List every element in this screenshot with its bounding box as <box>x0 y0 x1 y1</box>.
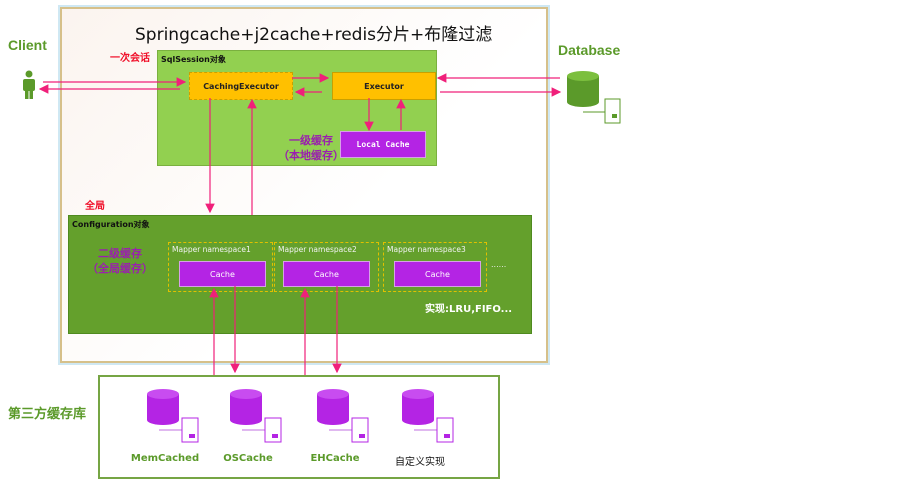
level1-cache-label: 一级缓存 （本地缓存） <box>276 133 346 163</box>
cache-box: Cache <box>283 261 370 287</box>
sqlsession-title: SqlSession对象 <box>161 55 226 64</box>
cache-store-icon <box>317 389 369 443</box>
client-person-icon <box>23 70 35 99</box>
cache-box: Cache <box>394 261 481 287</box>
mapper-namespace-1: Mapper namespace1 Cache <box>168 242 273 292</box>
cache-box: Cache <box>179 261 266 287</box>
level2-cache-label: 二级缓存 （全局缓存） <box>85 246 155 276</box>
mapper-label: Mapper namespace1 <box>172 245 251 254</box>
session-label: 一次会话 <box>110 53 150 64</box>
impl-note: 实现:LRU,FIFO... <box>425 304 513 315</box>
store-label: 自定义实现 <box>395 457 445 468</box>
level1-line2: （本地缓存） <box>278 149 344 162</box>
store-label: EHCache <box>310 453 360 464</box>
cache-store-icon <box>147 389 199 443</box>
store-label: OSCache <box>223 453 273 464</box>
global-label: 全局 <box>85 201 105 212</box>
level2-line2: （全局缓存） <box>87 262 153 275</box>
executor-box: Executor <box>332 72 436 100</box>
mapper-namespace-3: Mapper namespace3 Cache <box>383 242 487 292</box>
third-party-label: 第三方缓存库 <box>8 406 87 421</box>
mapper-namespace-2: Mapper namespace2 Cache <box>274 242 379 292</box>
cache-store-icon <box>230 389 282 443</box>
configuration-title: Configuration对象 <box>72 220 150 229</box>
sqlsession-box: SqlSession对象 CachingExecutor Executor 一级… <box>157 50 437 166</box>
level1-line1: 一级缓存 <box>289 134 333 147</box>
level2-line1: 二级缓存 <box>98 247 142 260</box>
client-label: Client <box>8 37 47 53</box>
caching-executor-box: CachingExecutor <box>189 72 293 100</box>
configuration-box: Configuration对象 二级缓存 （全局缓存） Mapper names… <box>68 215 532 334</box>
mapper-label: Mapper namespace3 <box>387 245 466 254</box>
mapper-label: Mapper namespace2 <box>278 245 357 254</box>
store-label: MemCached <box>130 453 200 464</box>
cache-store-icon <box>402 389 454 443</box>
local-cache-box: Local Cache <box>340 131 426 158</box>
database-label: Database <box>558 42 621 58</box>
more-mappers-ellipsis: ...... <box>491 260 507 269</box>
diagram-title: Springcache+j2cache+redis分片+布隆过滤 <box>135 25 493 45</box>
database-icon <box>567 71 621 124</box>
